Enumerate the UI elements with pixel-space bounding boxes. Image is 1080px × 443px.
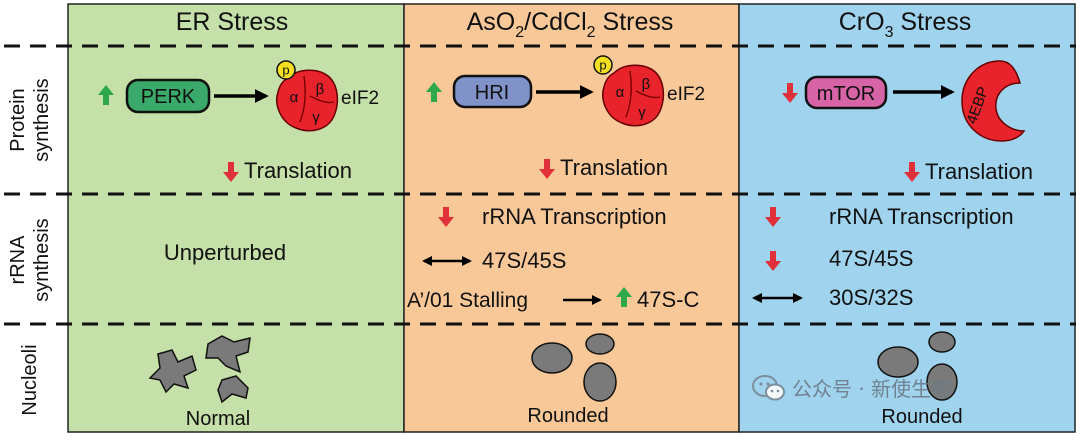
er-nucleoli-icon [148,335,251,404]
as-phospho-icon [593,55,613,75]
row-label-protein: Protein [7,88,29,151]
mtor-label: mTOR [817,83,876,105]
svg-text:α: α [616,84,625,101]
er-translation-label: Translation [244,158,352,183]
cr-rrna-transcription-label: rRNA Transcription [829,204,1014,229]
svg-text:β: β [316,81,325,98]
4ebp-icon: 4EBP [961,60,1026,142]
row-label-rrna: rRNA [7,235,29,285]
svg-text:p: p [599,58,606,73]
svg-text:p: p [282,63,289,78]
svg-text:β: β [642,76,651,93]
row-dividers [4,44,1076,326]
hri-label: HRI [475,82,509,104]
wechat-icon [752,374,785,400]
cr-precursor1-label: 47S/45S [829,246,913,271]
as-column-title: AsO2/CdCl2 Stress [467,8,674,41]
as-precursor-label: 47S/45S [482,248,566,273]
row-label-protein-2: synthesis [31,78,53,161]
as-eif2-label: eIF2 [667,84,705,105]
cr-translation-label: Translation [925,159,1033,184]
watermark: 公众号 · 新使生物 [752,373,951,402]
as-product-label: 47S-C [637,287,699,312]
svg-text:γ: γ [638,104,646,121]
cr-nucleoli-icon [877,331,958,401]
er-eif2-label: eIF2 [341,88,379,109]
perk-box [125,78,211,114]
er-nucleoli-label: Normal [186,408,250,430]
watermark-text: 公众号 · 新使生物 [792,377,952,401]
row-label-nucleoli: Nucleoli [19,344,41,415]
as-rrna-transcription-label: rRNA Transcription [482,204,667,229]
hri-box [452,74,533,109]
cr-column-bg [738,3,1076,433]
svg-text:γ: γ [312,109,320,126]
cr-precursor2-label: 30S/32S [829,285,913,310]
row-label-rrna-2: synthesis [31,218,53,301]
svg-text:α: α [290,89,299,106]
as-translation-label: Translation [560,155,668,180]
as-stalling-label: A’/01 Stalling [407,289,528,312]
perk-label: PERK [141,86,196,108]
as-eif2-complex: p α β γ [593,55,665,127]
cr-column-title: CrO3 Stress [839,8,972,41]
er-unperturbed-label: Unperturbed [164,240,286,265]
as-nucleoli-icon [531,333,617,402]
as-nucleoli-label: Rounded [527,405,608,427]
er-column-title: ER Stress [176,8,289,36]
er-phospho-icon [276,60,296,80]
cr-nucleoli-label: Rounded [881,406,962,428]
mtor-box [804,75,888,110]
er-eif2-complex: p α β γ [276,60,339,132]
